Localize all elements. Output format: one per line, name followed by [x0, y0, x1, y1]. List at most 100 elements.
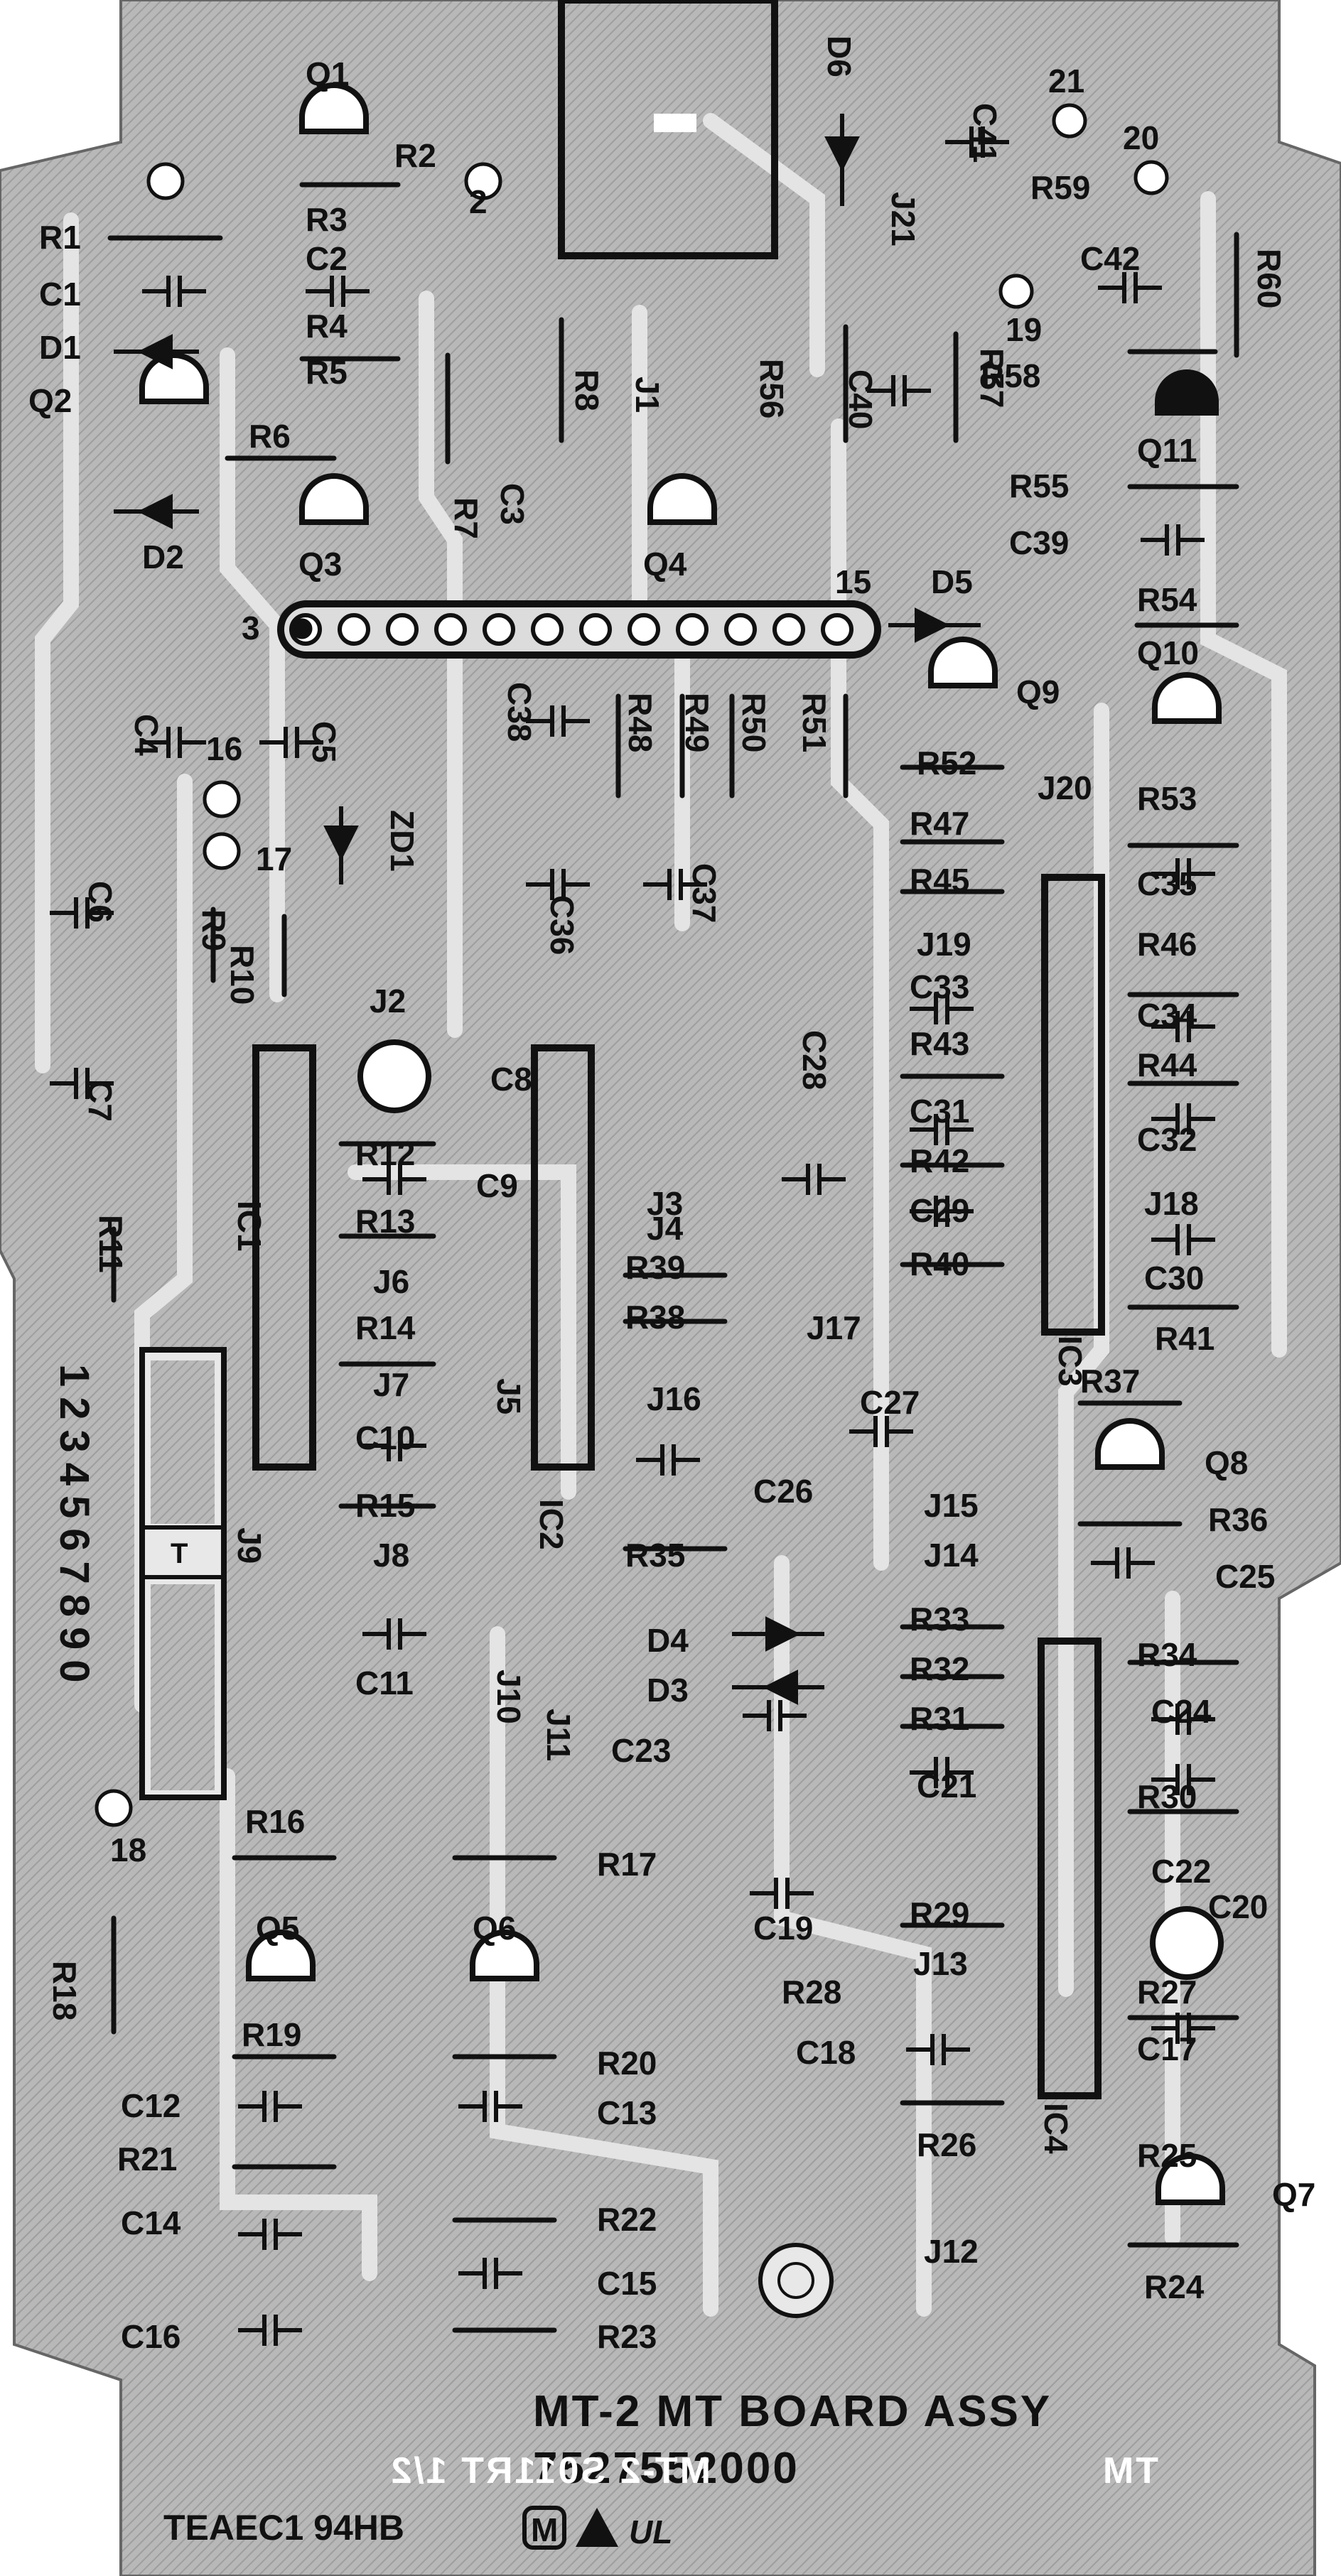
transistor-bodies [139, 82, 1225, 2205]
label-j12: J12 [924, 2233, 979, 2270]
label-c21: C21 [917, 1768, 976, 1804]
header-pin-hole [531, 613, 564, 646]
label-j2: J2 [370, 983, 406, 1019]
label-r7: R7 [448, 497, 485, 539]
label-q2: Q2 [28, 382, 72, 419]
label-3: 3 [242, 610, 260, 646]
label-2: 2 [469, 183, 488, 220]
label-c16: C16 [121, 2318, 181, 2355]
label-c19: C19 [753, 1910, 813, 1947]
label-r53: R53 [1137, 780, 1197, 817]
label-c9: C9 [476, 1167, 518, 1204]
label-c28: C28 [796, 1030, 833, 1090]
label-r27: R27 [1137, 1974, 1197, 2011]
header-pin-hole [338, 613, 370, 646]
label-r32: R32 [910, 1650, 969, 1687]
label-r47: R47 [910, 805, 969, 842]
header-pin-hole [821, 613, 853, 646]
label-r55: R55 [1009, 467, 1069, 504]
label-r44: R44 [1137, 1046, 1197, 1083]
label-d3: D3 [647, 1672, 689, 1709]
label-r59: R59 [1030, 169, 1090, 206]
label-r31: R31 [910, 1700, 969, 1737]
label-c34: C34 [1137, 997, 1197, 1034]
label-r11: R11 [92, 1215, 129, 1273]
label-j7: J7 [373, 1366, 409, 1403]
label-c10: C10 [355, 1419, 415, 1456]
label-q5: Q5 [256, 1910, 299, 1947]
label-c23: C23 [611, 1732, 671, 1769]
component-labels: R1R2R3R4R5R6R7R8R9R10R11R12R13R14R15R16R… [28, 36, 1315, 2355]
label-j11: J11 [540, 1709, 577, 1761]
label-q9: Q9 [1016, 673, 1060, 710]
label-c15: C15 [597, 2265, 657, 2302]
label-c26: C26 [753, 1473, 813, 1510]
label-r43: R43 [910, 1025, 969, 1062]
label-j15: J15 [924, 1487, 979, 1524]
label-r39: R39 [625, 1249, 685, 1286]
label-j18: J18 [1144, 1185, 1199, 1222]
label-j8: J8 [373, 1537, 409, 1574]
board-title: MT-2 MT BOARD ASSY [533, 2387, 1052, 2436]
label-c36: C36 [544, 895, 581, 955]
label-21: 21 [1048, 63, 1084, 99]
label-r17: R17 [597, 1846, 657, 1883]
label-20: 20 [1123, 119, 1159, 156]
label-c32: C32 [1137, 1121, 1197, 1158]
c20-capacitor [1150, 1906, 1224, 1980]
label-r3: R3 [306, 201, 348, 238]
label-r57: R57 [974, 348, 1011, 408]
label-c42: C42 [1080, 240, 1140, 277]
label-r35: R35 [625, 1537, 685, 1574]
label-j5: J5 [490, 1378, 527, 1414]
label-r48: R48 [622, 693, 659, 752]
label-c38: C38 [501, 682, 538, 742]
label-j1: J1 [629, 377, 666, 413]
label-d5: D5 [931, 563, 973, 600]
label-c17: C17 [1137, 2030, 1197, 2067]
label-18: 18 [110, 1831, 146, 1868]
label-q4: Q4 [643, 546, 687, 583]
header-pin-hole [676, 613, 709, 646]
mirrored-silkscreen-text: MT-2 S011RT 1/2 [389, 2450, 711, 2491]
label-r8: R8 [569, 369, 605, 411]
label-r30: R30 [1137, 1778, 1197, 1815]
label-c7: C7 [82, 1080, 119, 1122]
connector-marker: T [171, 1538, 188, 1569]
label-j10: J10 [490, 1669, 527, 1724]
label-r5: R5 [306, 354, 348, 391]
top-connector-slot [654, 114, 696, 132]
label-r18: R18 [46, 1961, 83, 2020]
header-pin-hole [628, 613, 660, 646]
label-c37: C37 [686, 863, 723, 923]
label-q10: Q10 [1137, 634, 1199, 671]
label-j9: J9 [231, 1527, 268, 1564]
label-r33: R33 [910, 1601, 969, 1638]
label-r9: R9 [195, 909, 232, 951]
m-logo-box [522, 2506, 566, 2550]
label-r51: R51 [796, 693, 833, 752]
label-q8: Q8 [1205, 1444, 1248, 1481]
pin-header-holes [289, 613, 853, 646]
label-r13: R13 [355, 1203, 415, 1240]
label-r16: R16 [245, 1803, 305, 1840]
label-j6: J6 [373, 1263, 409, 1300]
label-c6: C6 [82, 881, 119, 923]
label-c20: C20 [1208, 1888, 1268, 1925]
label-17: 17 [256, 840, 292, 877]
ic-outlines [252, 874, 1105, 2099]
label-r1: R1 [39, 219, 81, 256]
label-c13: C13 [597, 2094, 657, 2131]
label-c27: C27 [860, 1384, 920, 1421]
label-19: 19 [1006, 311, 1042, 348]
label-q1: Q1 [306, 55, 349, 92]
label-r29: R29 [910, 1895, 969, 1932]
label-c33: C33 [910, 968, 969, 1005]
label-r24: R24 [1144, 2268, 1205, 2305]
label-r56: R56 [753, 359, 790, 418]
label-d2: D2 [142, 539, 184, 575]
label-r60: R60 [1251, 249, 1288, 308]
warning-triangle-icon [576, 2508, 618, 2547]
label-j3: J3 [647, 1185, 683, 1222]
